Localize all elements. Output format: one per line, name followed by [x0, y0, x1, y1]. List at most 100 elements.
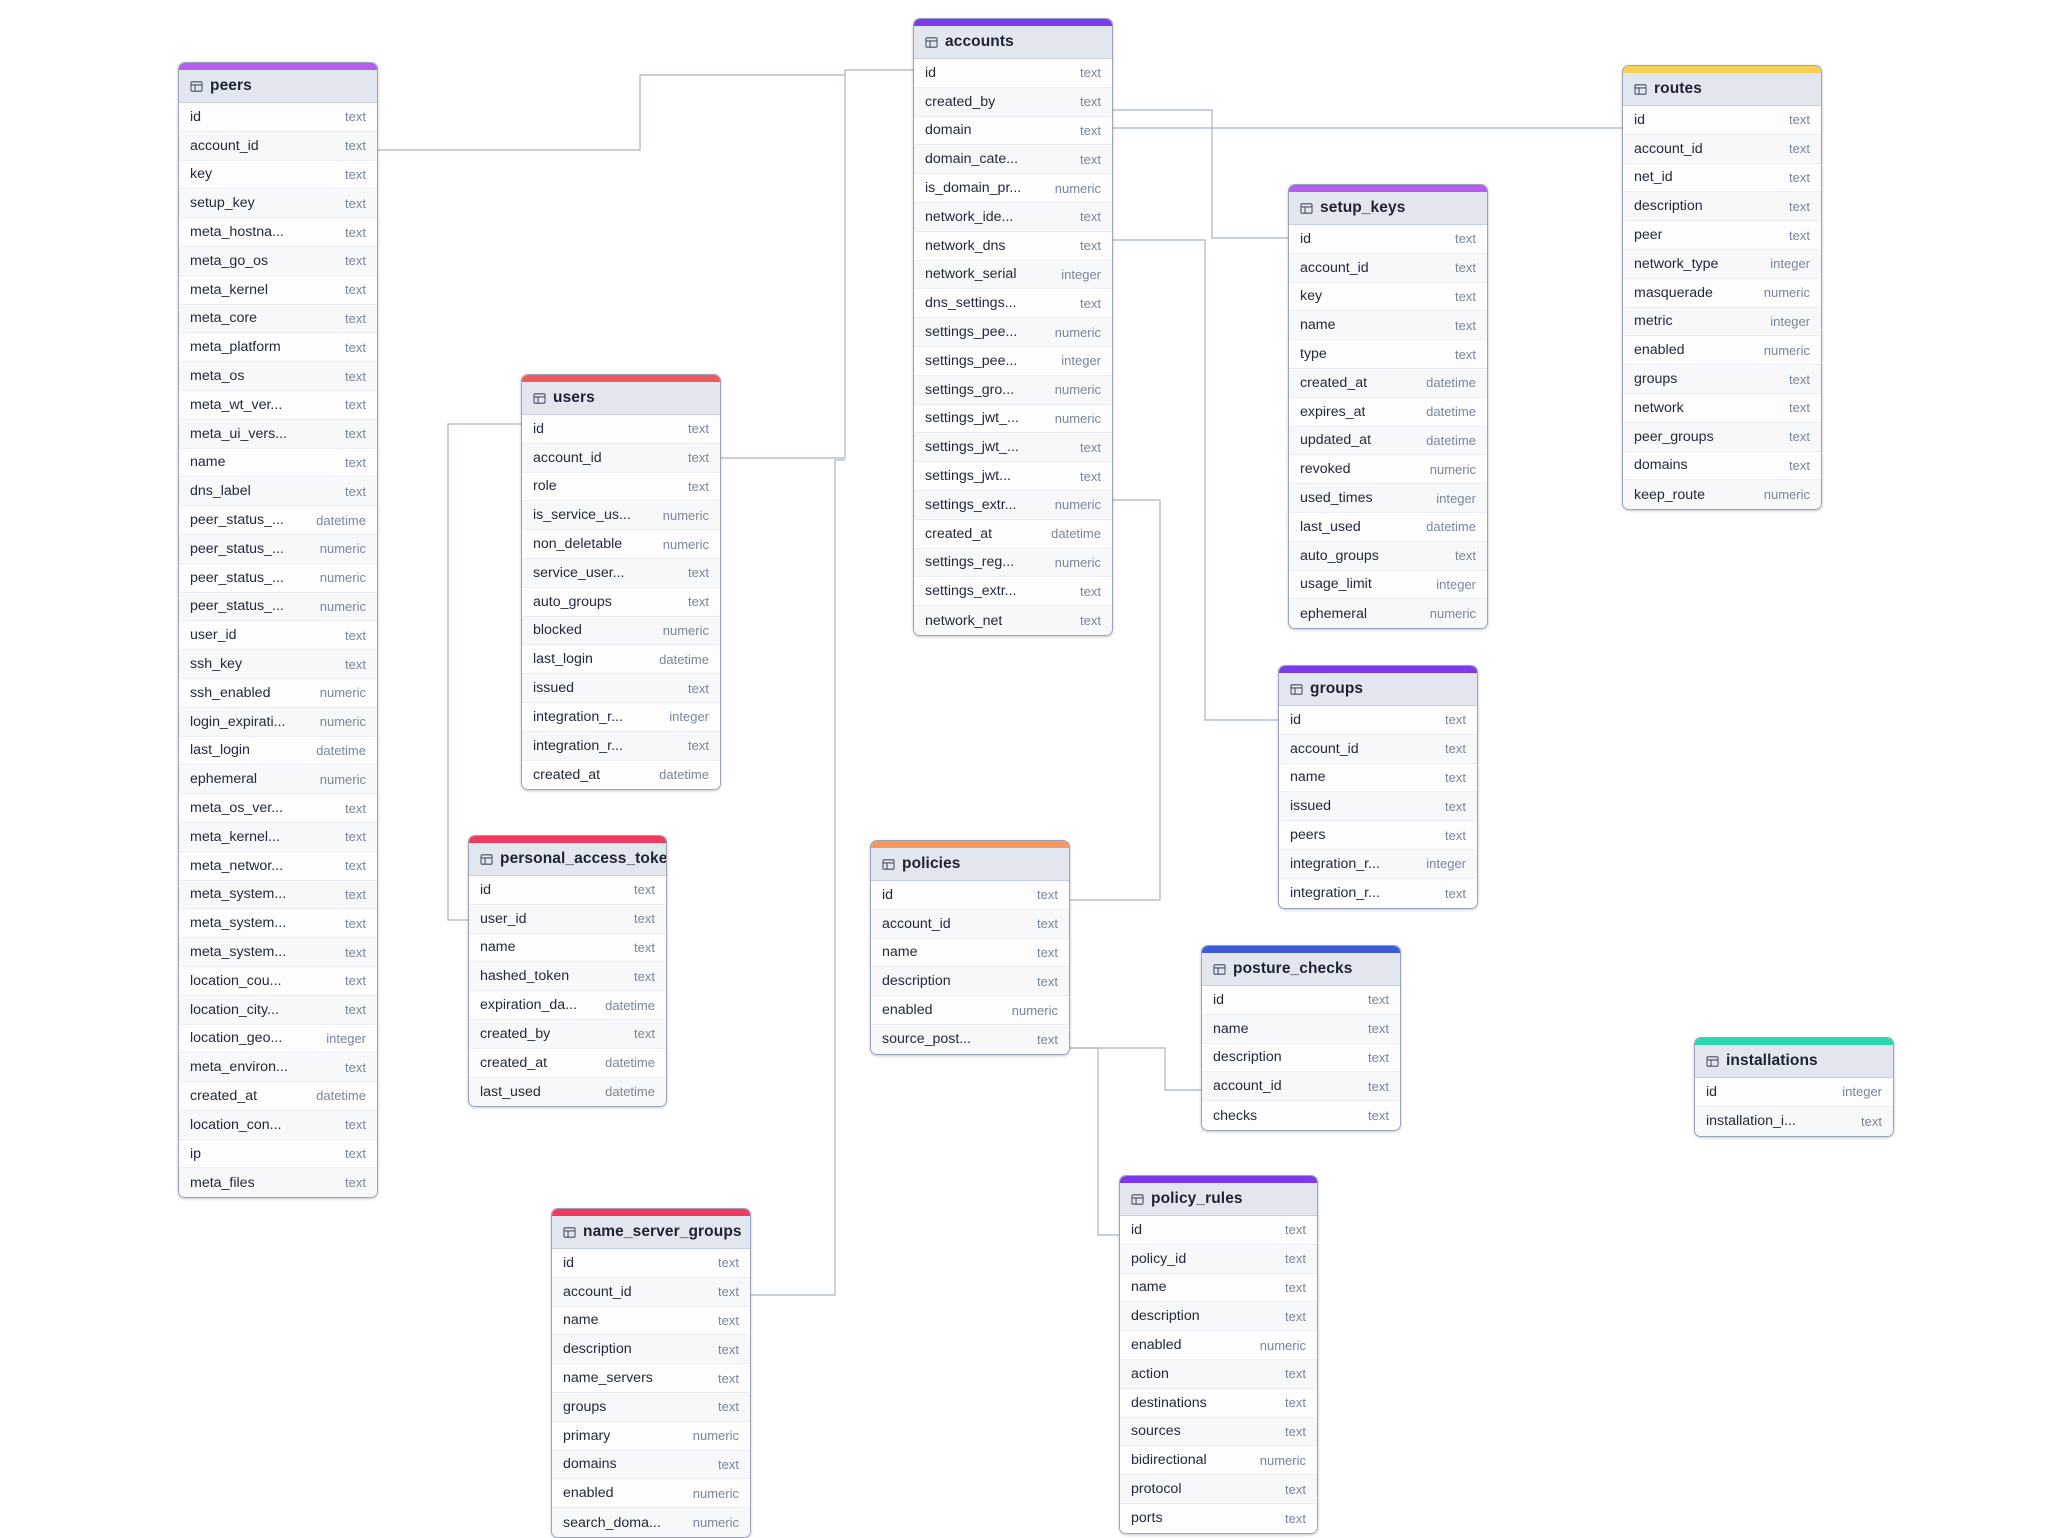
field-row[interactable]: settings_gro...numeric	[914, 375, 1112, 405]
field-row[interactable]: meta_system...text	[179, 938, 377, 967]
field-row[interactable]: meta_wt_ver...text	[179, 390, 377, 420]
field-row[interactable]: search_doma...numeric	[552, 1508, 750, 1537]
field-row[interactable]: service_user...text	[522, 558, 720, 588]
table-header-routes[interactable]: routes	[1623, 73, 1821, 106]
field-row[interactable]: meta_kernel...text	[179, 822, 377, 852]
field-row[interactable]: peer_status_...datetime	[179, 506, 377, 535]
field-row[interactable]: integration_r...integer	[522, 702, 720, 732]
field-row[interactable]: location_geo...integer	[179, 1024, 377, 1054]
field-row[interactable]: settings_extr...text	[914, 577, 1112, 607]
field-row[interactable]: meta_hostna...text	[179, 218, 377, 247]
table-node-personal_access_tokens[interactable]: personal_access_tokensidtextuser_idtextn…	[468, 835, 667, 1108]
table-header-accounts[interactable]: accounts	[914, 26, 1112, 59]
table-header-personal_access_tokens[interactable]: personal_access_tokens	[469, 843, 666, 876]
field-row[interactable]: peer_status_...numeric	[179, 534, 377, 564]
field-row[interactable]: meta_environ...text	[179, 1053, 377, 1083]
field-row[interactable]: network_ide...text	[914, 202, 1112, 232]
table-header-name_server_groups[interactable]: name_server_groups	[552, 1216, 750, 1249]
table-header-posture_checks[interactable]: posture_checks	[1202, 953, 1400, 986]
field-row[interactable]: location_city...text	[179, 995, 377, 1025]
table-header-installations[interactable]: installations	[1695, 1045, 1893, 1078]
field-row[interactable]: meta_system...text	[179, 880, 377, 910]
table-header-groups[interactable]: groups	[1279, 673, 1477, 706]
field-row[interactable]: is_service_us...numeric	[522, 501, 720, 531]
field-row[interactable]: domain_cate...text	[914, 145, 1112, 175]
field-row[interactable]: integration_r...integer	[1279, 849, 1477, 879]
field-row[interactable]: meta_os_ver...text	[179, 794, 377, 823]
table-header-policies[interactable]: policies	[871, 848, 1069, 881]
field-row[interactable]: peer_status_...numeric	[179, 592, 377, 622]
field-row[interactable]: expiration_da...datetime	[469, 991, 666, 1020]
field-row[interactable]: login_expirati...numeric	[179, 707, 377, 737]
